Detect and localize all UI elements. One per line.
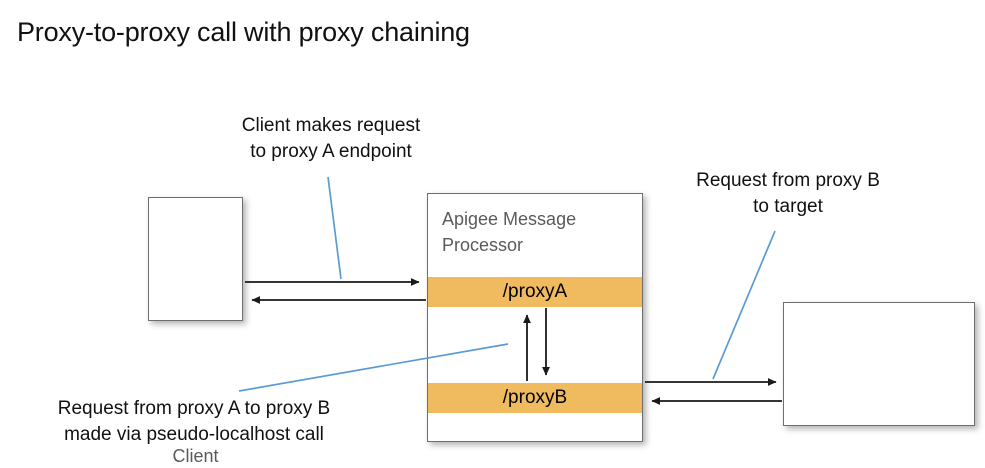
annotation-chaining-request-line2: made via pseudo-localhost call	[64, 424, 324, 445]
message-processor-node[interactable]: Apigee Message Processor /proxyA /proxyB	[427, 193, 643, 442]
proxy-a-band[interactable]: /proxyA	[428, 277, 642, 307]
annotation-client-request: Client makes request to proxy A endpoint	[200, 113, 462, 165]
annotation-chaining-request-line1: Request from proxy A to proxy B	[57, 398, 331, 419]
proxy-b-label: /proxyB	[502, 387, 568, 408]
client-node[interactable]: Client	[148, 197, 243, 466]
leader-line-client-request	[327, 176, 342, 280]
target-node[interactable]: Target	[783, 302, 975, 426]
annotation-client-request-line1: Client makes request	[241, 115, 421, 136]
page-title: Proxy-to-proxy call with proxy chaining	[17, 17, 470, 47]
message-processor-label: Apigee Message Processor	[442, 209, 577, 255]
annotation-client-request-line2: to proxy A endpoint	[250, 141, 412, 162]
annotation-chaining-request: Request from proxy A to proxy B made via…	[8, 396, 380, 448]
annotation-target-request-line2: to target	[753, 196, 823, 217]
annotation-target-request: Request from proxy B to target	[652, 168, 924, 220]
client-node-label: Client	[172, 446, 219, 466]
leader-line-target-request	[712, 230, 776, 380]
annotation-target-request-line1: Request from proxy B	[696, 170, 880, 191]
proxy-a-label: /proxyA	[502, 281, 568, 302]
proxy-b-band[interactable]: /proxyB	[428, 383, 642, 413]
